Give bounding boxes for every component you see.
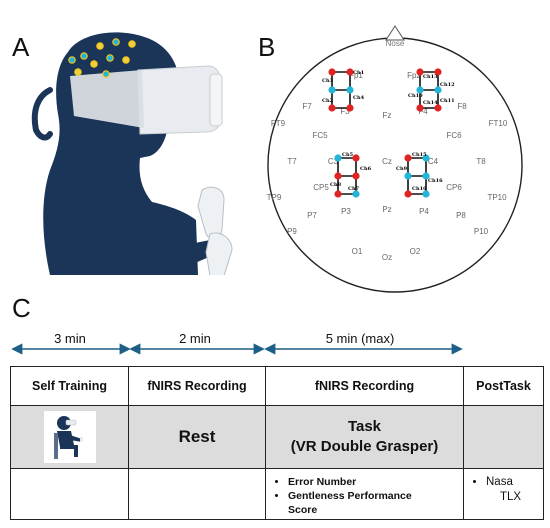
pos-T8: T8 <box>476 157 486 166</box>
measures-row: Error Number Gentleness PerformanceScore… <box>10 468 544 520</box>
task-cell: Task (VR Double Grasper) <box>265 405 464 469</box>
svg-text:Ch7: Ch7 <box>348 186 360 192</box>
pos-O2: O2 <box>410 247 421 256</box>
nasa-label: Nasa <box>486 476 513 488</box>
duration-rest: 2 min <box>179 331 211 346</box>
optode-array <box>68 38 136 78</box>
pos-Oz: Oz <box>382 253 392 262</box>
svg-text:Ch14: Ch14 <box>423 100 438 106</box>
measures-empty-1 <box>10 468 129 520</box>
task-title: Task <box>347 418 382 435</box>
pos-P7: P7 <box>307 211 317 220</box>
pos-F3: F3 <box>340 107 350 116</box>
nose-marker <box>385 25 405 41</box>
arm <box>150 208 216 266</box>
metric-error-number: Error Number <box>288 475 463 489</box>
tlx-label: TLX <box>500 491 522 503</box>
electrode-labels: Fp1 Fp2 F7 F3 Fz F4 F8 FT9 FC5 FC6 FT10 … <box>267 71 508 262</box>
rest-cell: Rest <box>128 405 266 469</box>
seated-vr-user-icon <box>43 411 96 463</box>
vr-user-illustration <box>31 32 233 275</box>
pos-FC5: FC5 <box>312 131 328 140</box>
pos-FT10: FT10 <box>489 119 508 128</box>
vr-controller-left <box>197 186 225 240</box>
timeline-arrows <box>11 343 463 355</box>
phase-row: Rest Task (VR Double Grasper) <box>10 405 544 469</box>
panel-c-letter: C <box>12 293 31 323</box>
metric-gentleness-line2: Score <box>288 504 318 516</box>
metric-gentleness-line1: Gentleness Performance <box>288 490 412 502</box>
header-posttask: PostTask <box>463 366 544 406</box>
pos-P8: P8 <box>456 211 466 220</box>
svg-text:Ch9: Ch9 <box>396 166 408 172</box>
header-fnirs-rest: fNIRS Recording <box>128 366 266 406</box>
optode-montage: Nose Fp1 Fp2 F7 F3 Fz F4 F8 FT9 FC5 FC6 … <box>267 25 523 293</box>
pos-CP5: CP5 <box>313 183 329 192</box>
duration-task: 5 min (max) <box>325 331 395 346</box>
pos-P3: P3 <box>341 207 351 216</box>
protocol-table: Self Training fNIRS Recording fNIRS Reco… <box>10 366 544 520</box>
pos-TP10: TP10 <box>487 193 507 202</box>
pos-TP9: TP9 <box>267 193 282 202</box>
panel-b-letter: B <box>258 32 276 62</box>
svg-text:Ch15: Ch15 <box>412 152 427 158</box>
header-self-training: Self Training <box>10 366 129 406</box>
svg-text:Ch11: Ch11 <box>440 98 455 104</box>
nose-label: Nose <box>386 39 405 48</box>
pos-CP6: CP6 <box>446 183 462 192</box>
svg-text:Ch8: Ch8 <box>330 182 342 188</box>
pos-F4: F4 <box>418 107 428 116</box>
svg-text:Ch12: Ch12 <box>440 82 455 88</box>
self-training-cell <box>10 405 129 469</box>
pos-F8: F8 <box>457 102 467 111</box>
pos-C3: C3 <box>328 157 339 166</box>
pos-C4: C4 <box>428 157 439 166</box>
header-fnirs-task: fNIRS Recording <box>265 366 464 406</box>
pos-O1: O1 <box>352 247 363 256</box>
pos-Fp2: Fp2 <box>407 71 421 80</box>
posttask-cell <box>463 405 544 469</box>
svg-text:Ch10: Ch10 <box>412 186 427 192</box>
pos-F7: F7 <box>302 102 312 111</box>
svg-text:Ch6: Ch6 <box>360 166 372 172</box>
task-subtitle: (VR Double Grasper) <box>290 438 439 455</box>
svg-text:Ch5: Ch5 <box>342 152 354 158</box>
pos-P10: P10 <box>474 227 489 236</box>
measures-empty-2 <box>128 468 266 520</box>
svg-text:Ch2: Ch2 <box>322 98 334 104</box>
header-row: Self Training fNIRS Recording fNIRS Reco… <box>10 366 544 406</box>
pos-Pz: Pz <box>382 205 391 214</box>
duration-self-training: 3 min <box>54 331 86 346</box>
panel-a-letter: A <box>12 32 30 62</box>
pos-T7: T7 <box>287 157 297 166</box>
svg-text:Ch10: Ch10 <box>408 93 423 99</box>
pos-Fz: Fz <box>383 111 392 120</box>
pos-P4: P4 <box>419 207 429 216</box>
pos-FT9: FT9 <box>271 119 286 128</box>
pos-Cz: Cz <box>382 157 392 166</box>
svg-text:Ch16: Ch16 <box>428 178 443 184</box>
svg-text:Ch3: Ch3 <box>322 78 334 84</box>
svg-text:Ch13: Ch13 <box>423 74 438 80</box>
vr-headset <box>70 65 223 135</box>
pos-FC6: FC6 <box>446 131 462 140</box>
svg-text:Ch4: Ch4 <box>353 95 365 101</box>
vr-controller-right <box>205 232 233 275</box>
svg-text:Ch1: Ch1 <box>353 70 364 76</box>
pos-P9: P9 <box>287 227 297 236</box>
pos-Fp1: Fp1 <box>349 71 363 80</box>
